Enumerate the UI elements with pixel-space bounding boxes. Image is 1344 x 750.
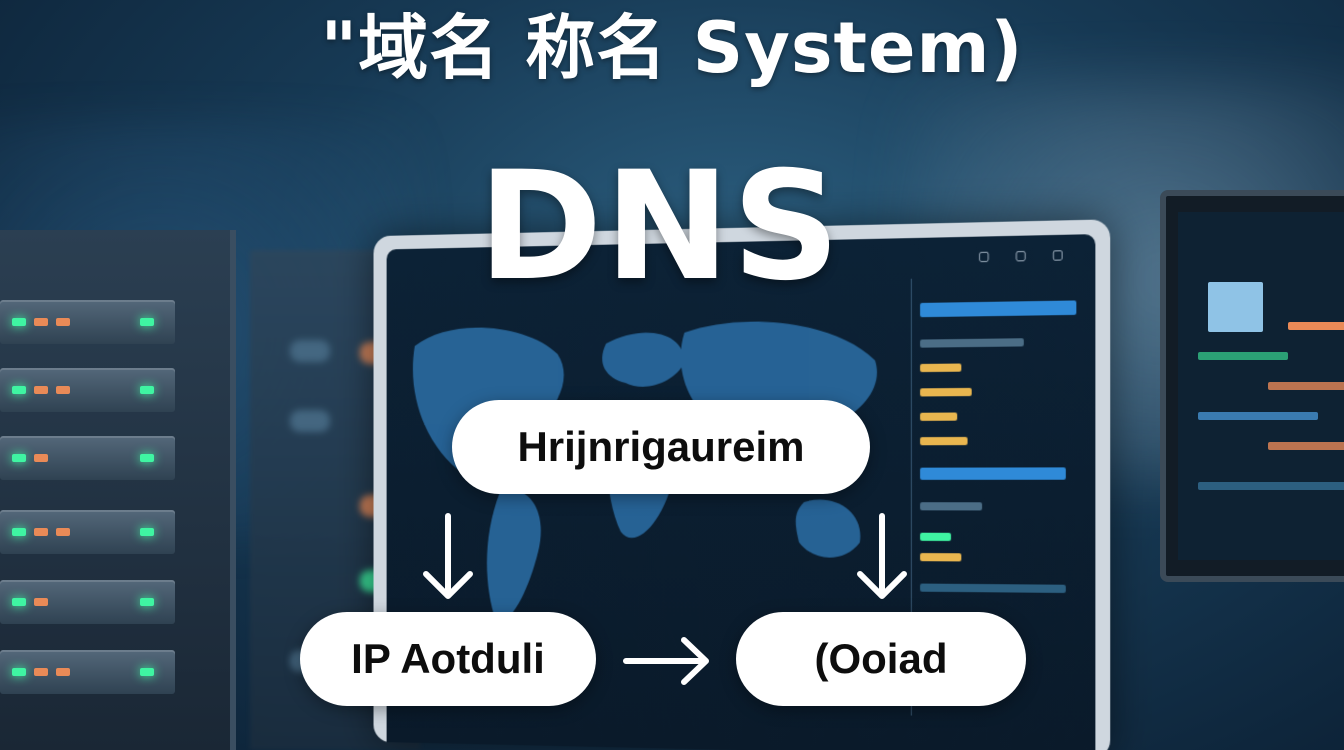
screen-bar: [1268, 382, 1344, 390]
panel-bar: [920, 502, 983, 511]
screen-block: [1208, 282, 1263, 332]
status-led: [12, 598, 26, 606]
page-title: DNS: [477, 140, 843, 314]
panel-bar: [920, 436, 968, 446]
rack-unit: [0, 650, 175, 694]
status-led: [12, 528, 26, 536]
status-led: [12, 668, 26, 676]
rack-unit: [0, 436, 175, 480]
rack-unit: [0, 580, 175, 624]
rack-unit: [0, 510, 175, 554]
panel-bar: [920, 467, 1066, 480]
panel-bar: [920, 553, 962, 562]
subtitle: "域名 称名 System): [320, 7, 1024, 89]
status-led: [34, 454, 48, 462]
monitor-screen: [1178, 212, 1344, 560]
screen-bar: [1198, 352, 1288, 360]
status-led: [56, 668, 70, 676]
rack-light: [290, 340, 330, 362]
status-led: [140, 318, 154, 326]
label-pill-right: (Ooiad: [736, 612, 1026, 706]
status-led: [34, 318, 48, 326]
status-led: [34, 528, 48, 536]
status-led: [12, 454, 26, 462]
status-led: [140, 528, 154, 536]
status-led: [140, 454, 154, 462]
arrow-down-icon: [423, 513, 473, 599]
label-pill-left: IP Aotduli: [300, 612, 596, 706]
status-led: [34, 668, 48, 676]
status-led: [56, 528, 70, 536]
screen-bar: [1288, 322, 1344, 330]
panel-bar: [920, 532, 952, 541]
panel-bar: [920, 338, 1024, 348]
rack-unit: [0, 368, 175, 412]
panel-bar: [920, 583, 1066, 593]
panel-bar: [920, 412, 958, 421]
status-led: [140, 386, 154, 394]
screen-bar: [1198, 482, 1344, 490]
status-led: [140, 668, 154, 676]
label-pill-top: Hrijnrigaureim: [452, 400, 870, 494]
arrow-down-icon: [857, 513, 907, 599]
status-led: [56, 318, 70, 326]
status-led: [34, 598, 48, 606]
monitor-right: [1160, 190, 1344, 582]
panel-bar: [920, 363, 962, 373]
rack-light: [290, 410, 330, 432]
status-led: [12, 318, 26, 326]
status-led: [12, 386, 26, 394]
status-led: [140, 598, 154, 606]
panel-bar: [920, 387, 972, 397]
rack-unit: [0, 300, 175, 344]
server-rack-left: [0, 230, 236, 750]
screen-bar: [1268, 442, 1344, 450]
arrow-right-icon: [623, 637, 709, 685]
status-led: [34, 386, 48, 394]
status-led: [56, 386, 70, 394]
screen-bar: [1198, 412, 1318, 420]
